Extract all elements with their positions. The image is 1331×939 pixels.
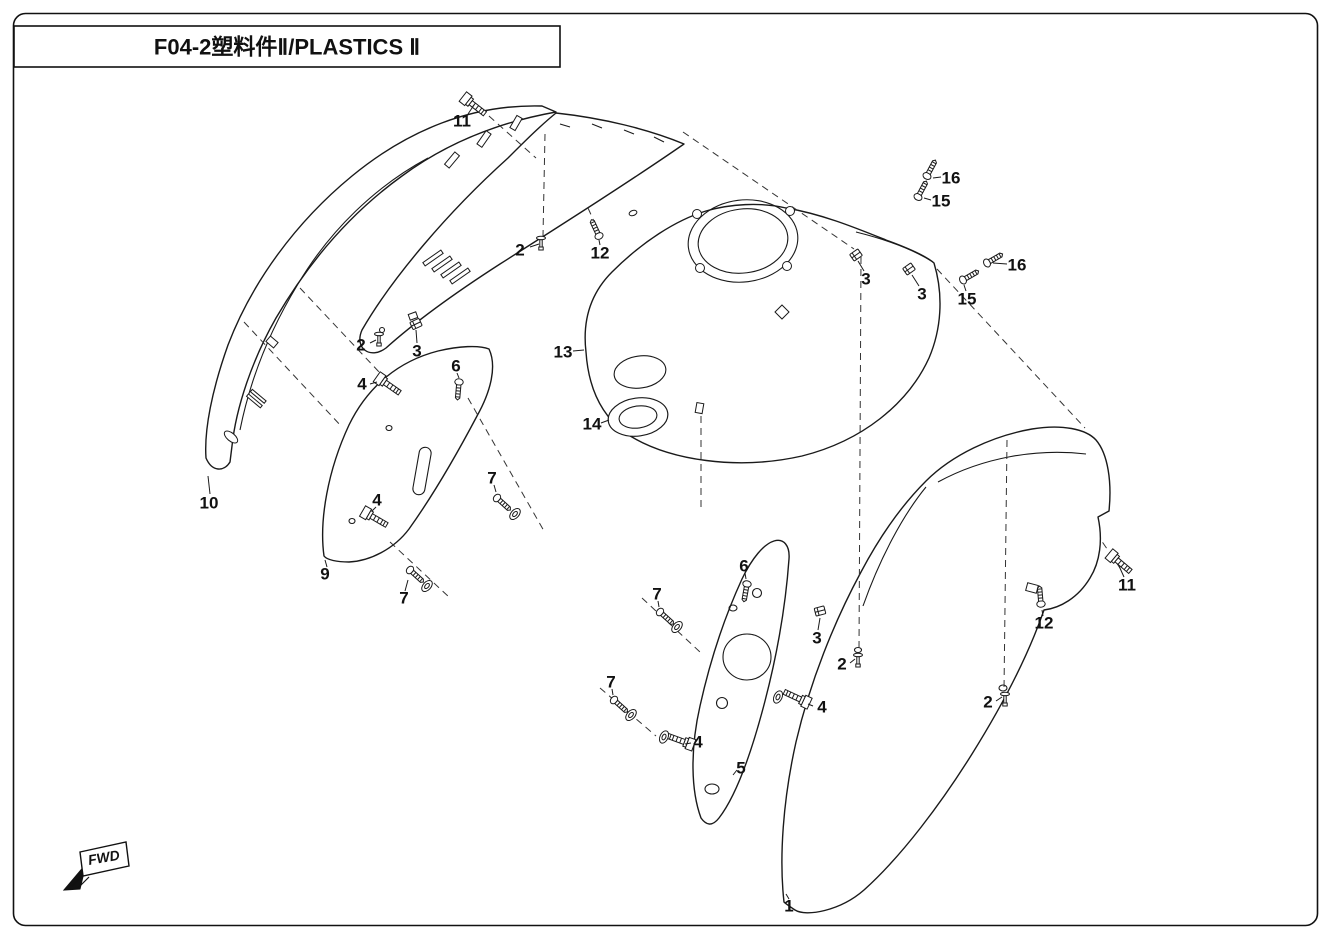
fwd-flag	[79, 841, 130, 877]
part-9-side-panel	[321, 345, 494, 563]
callout-leader-line	[404, 579, 409, 592]
part-number-label: 9	[320, 565, 329, 584]
page-border	[12, 12, 1319, 927]
screw-fastener-icon	[981, 249, 1006, 269]
part-14-fuel-cap-ring	[607, 397, 669, 437]
callout-leader-line	[493, 484, 497, 493]
callout-leader-line	[415, 329, 418, 344]
part-number-label: 5	[736, 759, 745, 778]
callout-leader-line	[1041, 609, 1044, 617]
assembly-axis-lines	[243, 107, 1121, 737]
part-number-label: 4	[693, 733, 703, 752]
washer-fastener-icon	[771, 688, 785, 706]
screw-fastener-icon	[957, 266, 982, 286]
part-number-label: 16	[1008, 256, 1027, 275]
callout-leader-line	[467, 104, 475, 115]
part-number-label: 3	[812, 629, 821, 648]
part-number-label: 15	[958, 290, 977, 309]
diagram-artwork	[205, 105, 1111, 914]
callout-leader-line	[456, 372, 460, 379]
screw-fastener-icon	[608, 694, 631, 716]
part-number-label: 2	[837, 655, 846, 674]
fwd-label: FWD	[87, 847, 121, 868]
callout-leader-line	[932, 176, 942, 179]
callout-leader-line	[684, 742, 692, 745]
callout-leader-line	[963, 284, 967, 292]
part-number-label: 11	[453, 112, 471, 131]
callout-leader-line	[911, 274, 920, 287]
part-5-bracket-panel	[692, 539, 790, 825]
part-number-label: 2	[356, 336, 365, 355]
part-number-label: 7	[606, 673, 615, 692]
part-number-label: 13	[554, 343, 573, 362]
part-number-label: 4	[357, 375, 367, 394]
callout-leader-line	[849, 658, 856, 664]
part-number-label: 6	[451, 357, 460, 376]
rivet-fastener-icon	[536, 235, 546, 251]
callout-leader-line	[923, 197, 932, 201]
callout-leader-line	[992, 262, 1008, 265]
callout-leader-line	[371, 506, 377, 512]
part-number-label: 10	[200, 494, 219, 513]
part-number-label: 15	[932, 192, 951, 211]
screw-fastener-icon	[912, 178, 931, 203]
bolt-fastener-icon	[781, 685, 813, 710]
screw-fastener-icon	[491, 492, 514, 514]
part-number-label: 12	[591, 244, 610, 263]
part-number-label: 2	[983, 693, 992, 712]
page-title: F04-2塑料件Ⅱ/PLASTICS Ⅱ	[154, 35, 420, 60]
part-number-label: 3	[917, 285, 926, 304]
part-number-label: 7	[399, 589, 408, 608]
callout-leader-line	[995, 696, 1003, 702]
callout-leader-line	[1118, 565, 1125, 578]
part-number-label: 11	[1118, 576, 1136, 595]
callout-leader-line	[611, 688, 614, 696]
part-number-label: 4	[372, 491, 382, 510]
part-number-label: 4	[817, 698, 827, 717]
callout-leader-line	[369, 339, 377, 344]
part-number-label: 14	[583, 415, 602, 434]
screw-fastener-icon	[404, 564, 427, 586]
part-number-label: 1	[784, 897, 793, 916]
part-1-rear-panel	[781, 426, 1111, 914]
callout-leader-line	[207, 475, 211, 495]
part-number-label: 16	[942, 169, 961, 188]
callout-leader-line	[817, 617, 821, 631]
callout-leader-line	[600, 419, 610, 424]
part-number-label: 3	[861, 270, 870, 289]
callout-leader-line	[857, 260, 865, 272]
inner-front-panel	[359, 112, 685, 354]
bolt-fastener-icon	[1104, 548, 1135, 577]
callout-leader-line	[529, 243, 540, 248]
callout-leader-line	[324, 559, 328, 568]
part-number-label: 6	[739, 557, 748, 576]
callout-leader-line	[732, 769, 738, 776]
title-box	[13, 25, 561, 68]
callout-leader-line	[369, 381, 378, 385]
part-number-label: 3	[412, 342, 421, 361]
callout-leader-line	[657, 600, 660, 608]
part-number-label: 7	[652, 585, 661, 604]
part-number-label: 2	[515, 241, 524, 260]
callout-leader-line	[807, 703, 814, 707]
washer-fastener-icon	[657, 728, 671, 746]
callout-leader-line	[572, 349, 585, 352]
part-number-label: 7	[487, 469, 496, 488]
fwd-indicator: FWD	[62, 841, 130, 891]
part-number-label: 12	[1035, 614, 1054, 633]
screw-fastener-icon	[587, 217, 605, 242]
clip-fastener-icon	[813, 605, 827, 617]
callout-leader-line	[598, 239, 601, 246]
callout-leader-line	[785, 893, 790, 900]
part-13-tank-cover	[584, 199, 941, 464]
screw-fastener-icon	[654, 606, 677, 628]
bolt-fastener-icon	[664, 729, 697, 752]
callout-leader-line	[744, 572, 747, 580]
